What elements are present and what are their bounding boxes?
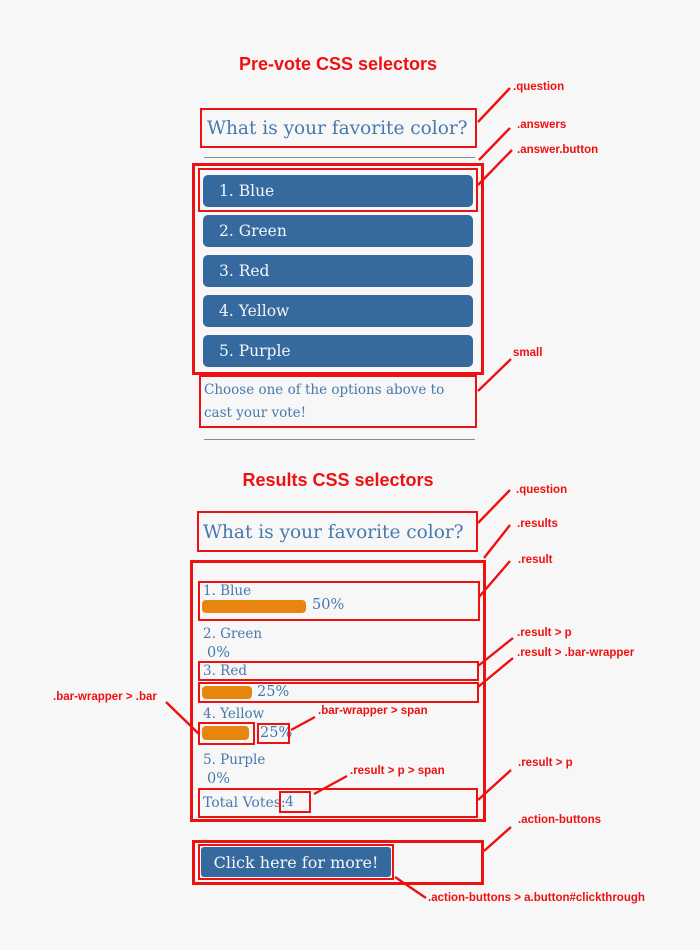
connector-result-p-span [313, 774, 348, 796]
connector-question-2 [477, 489, 511, 524]
prevote-title: Pre-vote CSS selectors [238, 54, 438, 74]
answer-button-3-red[interactable]: 3. Red [203, 255, 473, 287]
connector-small [477, 358, 512, 392]
results-title: Results CSS selectors [242, 470, 434, 490]
divider-2 [204, 439, 475, 440]
result-label-3: 3. Red [203, 663, 247, 679]
annotation-label-result-p-span: .result > p > span [350, 765, 445, 777]
result-label-2: 2. Green [203, 626, 263, 642]
annotation-label-answers: .answers [517, 119, 567, 131]
poll-question-1: What is your favorite color? [207, 118, 468, 139]
annotation-label-result-p: .result > p [517, 627, 572, 639]
result-percent-1: 50% [312, 597, 345, 613]
result-bar-1 [202, 600, 306, 613]
result-percent-5: 0% [207, 771, 231, 787]
result-percent-2: 0% [207, 645, 231, 661]
clickthrough-button[interactable]: Click here for more! [201, 847, 391, 877]
annotation-label-result: .result [518, 554, 553, 566]
connector-bar-wrapper-span [290, 715, 316, 732]
annotation-label-result-p-2: .result > p [518, 757, 573, 769]
answer-button-1-blue[interactable]: 1. Blue [203, 175, 473, 207]
result-label-5: 5. Purple [203, 752, 266, 768]
annotation-label-clickthrough: .action-buttons > a.button#clickthrough [428, 892, 645, 904]
result-label-1: 1. Blue [203, 583, 252, 599]
annotation-label-result-bar-wrapper: .result > .bar-wrapper [517, 647, 635, 659]
connector-bar-wrapper-bar [165, 701, 200, 735]
poll-note: Choose one of the options above to cast … [204, 382, 445, 421]
result-percent-4: 25% [260, 725, 293, 741]
annotation-label-bar-wrapper-bar: .bar-wrapper > .bar [53, 691, 157, 703]
connector-result [478, 560, 511, 598]
divider-1 [204, 157, 475, 158]
connector-clickthrough [394, 876, 427, 899]
annotation-label-small: small [513, 347, 543, 359]
connector-result-p-2 [477, 769, 512, 801]
connector-result-p [477, 637, 514, 667]
total-votes-label: Total Votes: [203, 795, 286, 811]
connector-result-bar-wrapper [477, 657, 514, 688]
result-label-4: 4. Yellow [203, 706, 265, 722]
result-bar-3 [202, 686, 252, 699]
answer-button-5-purple[interactable]: 5. Purple [203, 335, 473, 367]
annotation-label-question-1: .question [513, 81, 565, 93]
answer-button-2-green[interactable]: 2. Green [203, 215, 473, 247]
connector-question-1 [477, 87, 511, 123]
connector-results [483, 524, 511, 559]
annotation-label-question-2: .question [516, 484, 568, 496]
connector-action-buttons [483, 826, 512, 852]
answer-button-4-yellow[interactable]: 4. Yellow [203, 295, 473, 327]
result-bar-4 [202, 726, 249, 740]
annotation-label-bar-wrapper-span: .bar-wrapper > span [318, 705, 428, 717]
connector-answers [478, 127, 511, 161]
annotation-label-action-buttons: .action-buttons [518, 814, 602, 826]
total-votes-value: 4 [285, 794, 294, 810]
result-percent-3: 25% [257, 684, 290, 700]
poll-question-2: What is your favorite color? [203, 522, 464, 543]
annotation-label-results: .results [517, 518, 558, 530]
connector-answer-button [477, 149, 513, 186]
annotation-label-answer-button: .answer.button [517, 144, 599, 156]
